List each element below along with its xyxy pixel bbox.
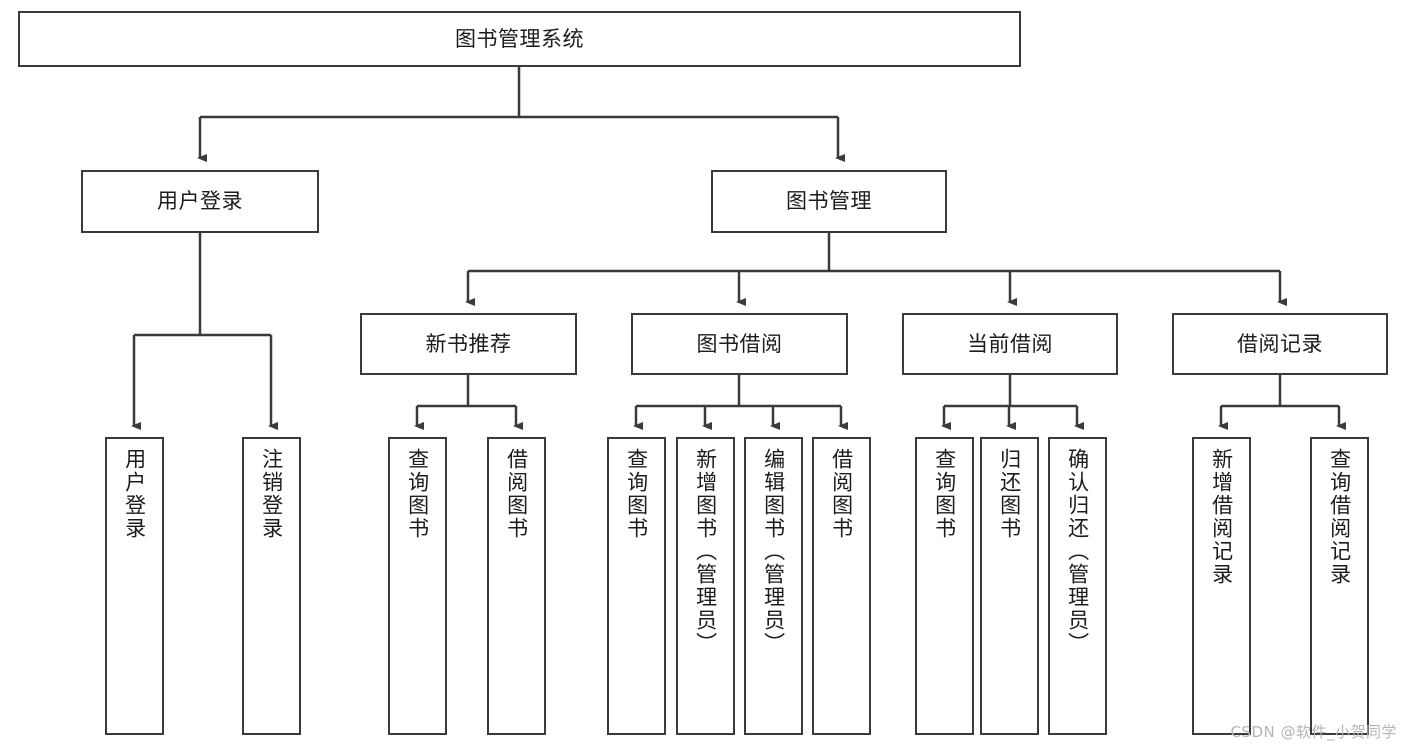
leaf-new-book-borrow[interactable]: 借阅图书	[487, 437, 546, 735]
node-new-book-recommend[interactable]: 新书推荐	[360, 313, 577, 375]
node-root-system[interactable]: 图书管理系统	[18, 11, 1021, 67]
node-label: 查询借阅记录	[1327, 448, 1352, 586]
leaf-book-borrow-add[interactable]: 新增图书（管理员）	[676, 437, 735, 735]
node-borrow-record[interactable]: 借阅记录	[1172, 313, 1388, 375]
node-label: 查询图书	[932, 448, 957, 540]
node-label: 查询图书	[624, 448, 649, 540]
node-current-borrow[interactable]: 当前借阅	[902, 313, 1118, 375]
node-label: 新增借阅记录	[1209, 448, 1234, 586]
node-label: 查询图书	[405, 448, 430, 540]
node-book-borrow[interactable]: 图书借阅	[631, 313, 848, 375]
node-label: 新书推荐	[425, 331, 512, 356]
node-label: 图书借阅	[696, 331, 783, 356]
watermark-text: CSDN @软件_小贺同学	[1230, 723, 1397, 741]
node-label: 归还图书	[997, 448, 1022, 540]
leaf-current-borrow-confirm[interactable]: 确认归还（管理员）	[1048, 437, 1107, 735]
node-label: 借阅记录	[1237, 331, 1323, 356]
leaf-book-borrow-lend[interactable]: 借阅图书	[812, 437, 871, 735]
node-user-login[interactable]: 用户登录	[81, 170, 319, 233]
leaf-new-book-query[interactable]: 查询图书	[388, 437, 447, 735]
leaf-current-borrow-query[interactable]: 查询图书	[915, 437, 974, 735]
leaf-borrow-record-add[interactable]: 新增借阅记录	[1192, 437, 1251, 735]
node-label: 新增图书（管理员）	[693, 448, 718, 655]
node-label: 用户登录	[122, 448, 147, 540]
node-label: 用户登录	[157, 189, 243, 214]
leaf-user-login-logout[interactable]: 注销登录	[242, 437, 301, 735]
leaf-current-borrow-return[interactable]: 归还图书	[980, 437, 1039, 735]
node-label: 确认归还（管理员）	[1065, 448, 1090, 655]
leaf-book-borrow-edit[interactable]: 编辑图书（管理员）	[744, 437, 803, 735]
node-label: 注销登录	[259, 448, 284, 540]
leaf-user-login-login[interactable]: 用户登录	[105, 437, 164, 735]
node-label: 图书管理	[786, 189, 872, 214]
leaf-borrow-record-query[interactable]: 查询借阅记录	[1310, 437, 1369, 735]
node-label: 当前借阅	[967, 331, 1053, 356]
leaf-book-borrow-query[interactable]: 查询图书	[607, 437, 666, 735]
node-book-management[interactable]: 图书管理	[711, 170, 947, 233]
node-label: 借阅图书	[504, 448, 529, 540]
node-label: 编辑图书（管理员）	[761, 448, 786, 655]
node-label: 借阅图书	[829, 448, 854, 540]
node-label: 图书管理系统	[455, 26, 584, 51]
